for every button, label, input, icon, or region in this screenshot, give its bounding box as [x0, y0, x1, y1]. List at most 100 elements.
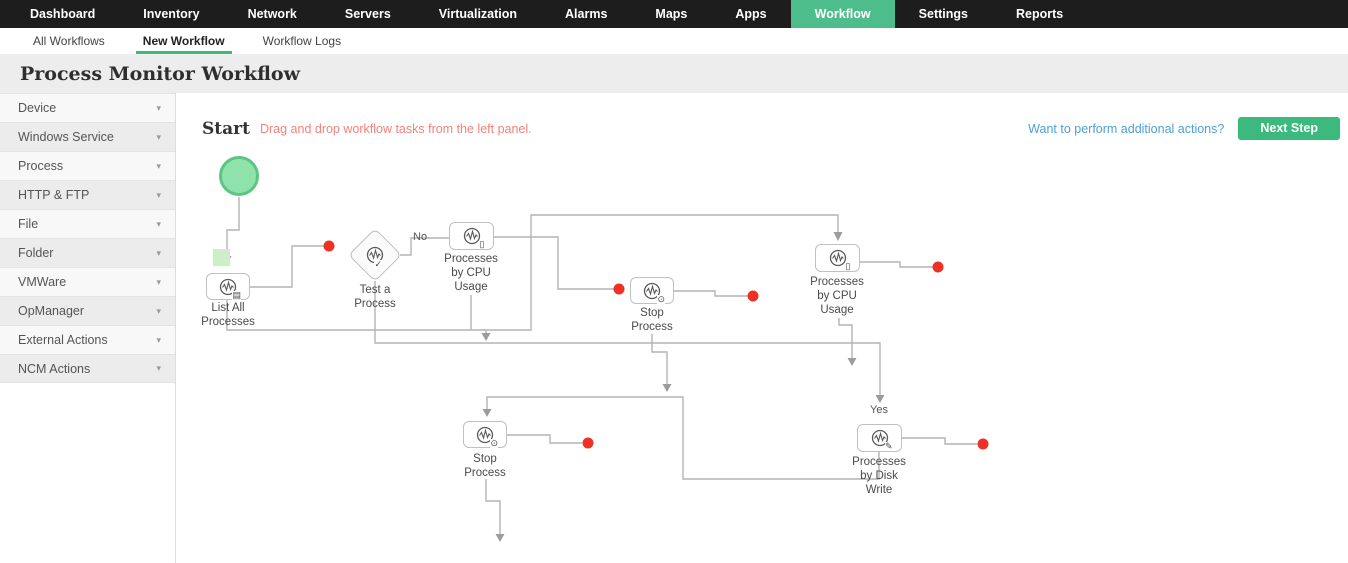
chevron-down-icon: ▾ [156, 363, 161, 373]
nav-item-network[interactable]: Network [247, 7, 297, 21]
edge-stop2-down [485, 479, 501, 534]
chevron-down-icon: ▾ [156, 102, 161, 113]
sidebar-item-ncm-actions[interactable]: NCM Actions ▾ [0, 354, 175, 383]
connector-endpoint-dot[interactable] [747, 290, 759, 302]
nav-item-reports[interactable]: Reports [1015, 7, 1064, 21]
start-section-label: Start [202, 118, 250, 139]
process-pulse-icon: ▯ [462, 226, 485, 249]
start-node[interactable] [219, 156, 259, 196]
arrowhead [833, 232, 843, 241]
edge-disk-loop-to-stop2 [486, 396, 880, 480]
node-label: Processes by CPU Usage [810, 276, 864, 316]
sidebar-item-label: OpManager [18, 304, 85, 318]
connector-endpoint-dot[interactable] [977, 438, 989, 450]
arrowhead [662, 384, 672, 392]
sidebar-item-process[interactable]: Process ▾ [0, 151, 175, 180]
connector-endpoint-dot[interactable] [323, 240, 335, 252]
sidebar-item-label: File [18, 217, 39, 231]
device-badge-icon: ▯ [479, 239, 485, 249]
node-processes-by-cpu-usage-1[interactable]: ▯ [449, 222, 494, 250]
arrowhead [847, 358, 857, 366]
arrowhead [481, 333, 491, 341]
nav-item-maps[interactable]: Maps [655, 7, 688, 21]
edge-label-no: No [413, 231, 428, 243]
node-stop-process-1[interactable]: ⊙ [630, 277, 674, 304]
sidebar-item-device[interactable]: Device ▾ [0, 93, 175, 122]
chevron-down-icon: ▾ [156, 276, 161, 287]
edge-disk-to-endpoint [902, 437, 977, 445]
nav-item-virtualization[interactable]: Virtualization [438, 7, 518, 21]
tab-workflow-logs[interactable]: Workflow Logs [262, 34, 342, 48]
sidebar-item-folder[interactable]: Folder ▾ [0, 238, 175, 267]
edge-yes-branch [374, 281, 881, 395]
device-badge-icon: ▯ [845, 261, 851, 271]
chevron-down-icon: ▾ [156, 218, 161, 229]
sidebar-item-windows-service[interactable]: Windows Service▾ [0, 122, 175, 151]
workflow-sub-tabs: All Workflows New Workflow Workflow Logs [0, 28, 1348, 55]
nav-item-workflow[interactable]: Workflow [790, 0, 895, 28]
node-label: List All Processes [201, 302, 255, 328]
connector-lines-layer [222, 197, 989, 542]
nav-item-servers[interactable]: Servers [344, 7, 391, 21]
node-processes-by-cpu-usage-2[interactable]: ▯ [815, 244, 860, 272]
stop-badge-icon: ⊙ [657, 293, 665, 304]
edge-start-to-list [226, 197, 240, 256]
drag-drop-hint: Drag and drop workflow tasks from the le… [259, 121, 532, 136]
nav-item-apps[interactable]: Apps [735, 7, 767, 21]
connector-endpoint-dot[interactable] [582, 437, 594, 449]
sidebar-item-label: HTTP & FTP [18, 188, 90, 202]
sidebar-item-file[interactable]: File ▾ [0, 209, 175, 238]
node-processes-by-disk-write[interactable]: ✎ [857, 424, 902, 452]
edge-cpu2-down [838, 318, 853, 358]
sidebar-item-opmanager[interactable]: OpManager ▾ [0, 296, 175, 325]
additional-actions-link[interactable]: Want to perform additional actions? [1028, 121, 1225, 136]
sidebar-item-external-actions[interactable]: External Actions▾ [0, 325, 175, 354]
task-category-sidebar: Device▾ Windows Service▾ Process▾ HTTP &… [0, 93, 176, 563]
arrowhead [875, 395, 885, 403]
list-badge-icon: ▤ [232, 289, 241, 300]
node-stop-process-2[interactable]: ⊙ [463, 421, 507, 448]
node-label: Processes by Disk Write [852, 456, 906, 496]
chevron-down-icon: ▾ [156, 189, 161, 200]
edge-list-to-cpu2 [226, 214, 839, 331]
connector-endpoint-dot[interactable] [932, 261, 944, 273]
workflow-canvas[interactable]: Start Drag and drop workflow tasks from … [176, 93, 1348, 563]
process-pulse-icon: ▯ [828, 248, 851, 271]
sidebar-item-label: Folder [18, 246, 54, 260]
edge-stop1-to-endpoint [674, 290, 748, 297]
tab-all-workflows[interactable]: All Workflows [33, 34, 105, 48]
top-navigation: Dashboard Inventory Network Servers Virt… [0, 0, 1348, 28]
node-label: Processes by CPU Usage [444, 253, 498, 293]
page-title: Process Monitor Workflow [20, 63, 300, 85]
nav-item-alarms[interactable]: Alarms [565, 7, 608, 21]
connector-endpoint-dot[interactable] [613, 283, 625, 295]
chevron-down-icon: ▾ [156, 334, 161, 345]
nav-item-inventory[interactable]: Inventory [143, 7, 200, 21]
node-label: Stop Process [631, 307, 673, 333]
sidebar-item-label: Windows Service [18, 130, 114, 144]
edge-list-to-endpoint [249, 245, 324, 288]
drop-target-highlight [213, 249, 230, 266]
edge-no-branch [400, 237, 449, 256]
sidebar-item-vmware[interactable]: VMWare▾ [0, 267, 175, 296]
chevron-down-icon: ▾ [156, 305, 161, 316]
chevron-down-icon: ▾ [156, 247, 161, 258]
title-bar: Process Monitor Workflow [0, 55, 1348, 93]
sidebar-item-label: Process [18, 159, 64, 173]
next-step-button[interactable]: Next Step [1238, 117, 1340, 140]
process-pulse-icon: ▤ [218, 277, 241, 300]
process-pulse-icon: ✎ [870, 428, 893, 451]
chevron-down-icon: ▾ [156, 160, 161, 171]
node-label: Test a Process [354, 284, 396, 310]
sidebar-item-label: Device [18, 101, 57, 115]
process-pulse-icon: ⊙ [475, 425, 498, 448]
edge-stop2-to-endpoint [507, 434, 582, 444]
node-label: Stop Process [464, 453, 506, 479]
nav-item-dashboard[interactable]: Dashboard [30, 7, 96, 21]
sidebar-item-label: NCM Actions [18, 361, 91, 376]
node-list-all-processes[interactable]: ▤ [206, 273, 250, 300]
edge-stop1-down [651, 334, 668, 384]
nav-item-settings[interactable]: Settings [918, 7, 968, 21]
tab-new-workflow[interactable]: New Workflow [124, 28, 244, 54]
sidebar-item-http-ftp[interactable]: HTTP & FTP ▾ [0, 180, 175, 209]
